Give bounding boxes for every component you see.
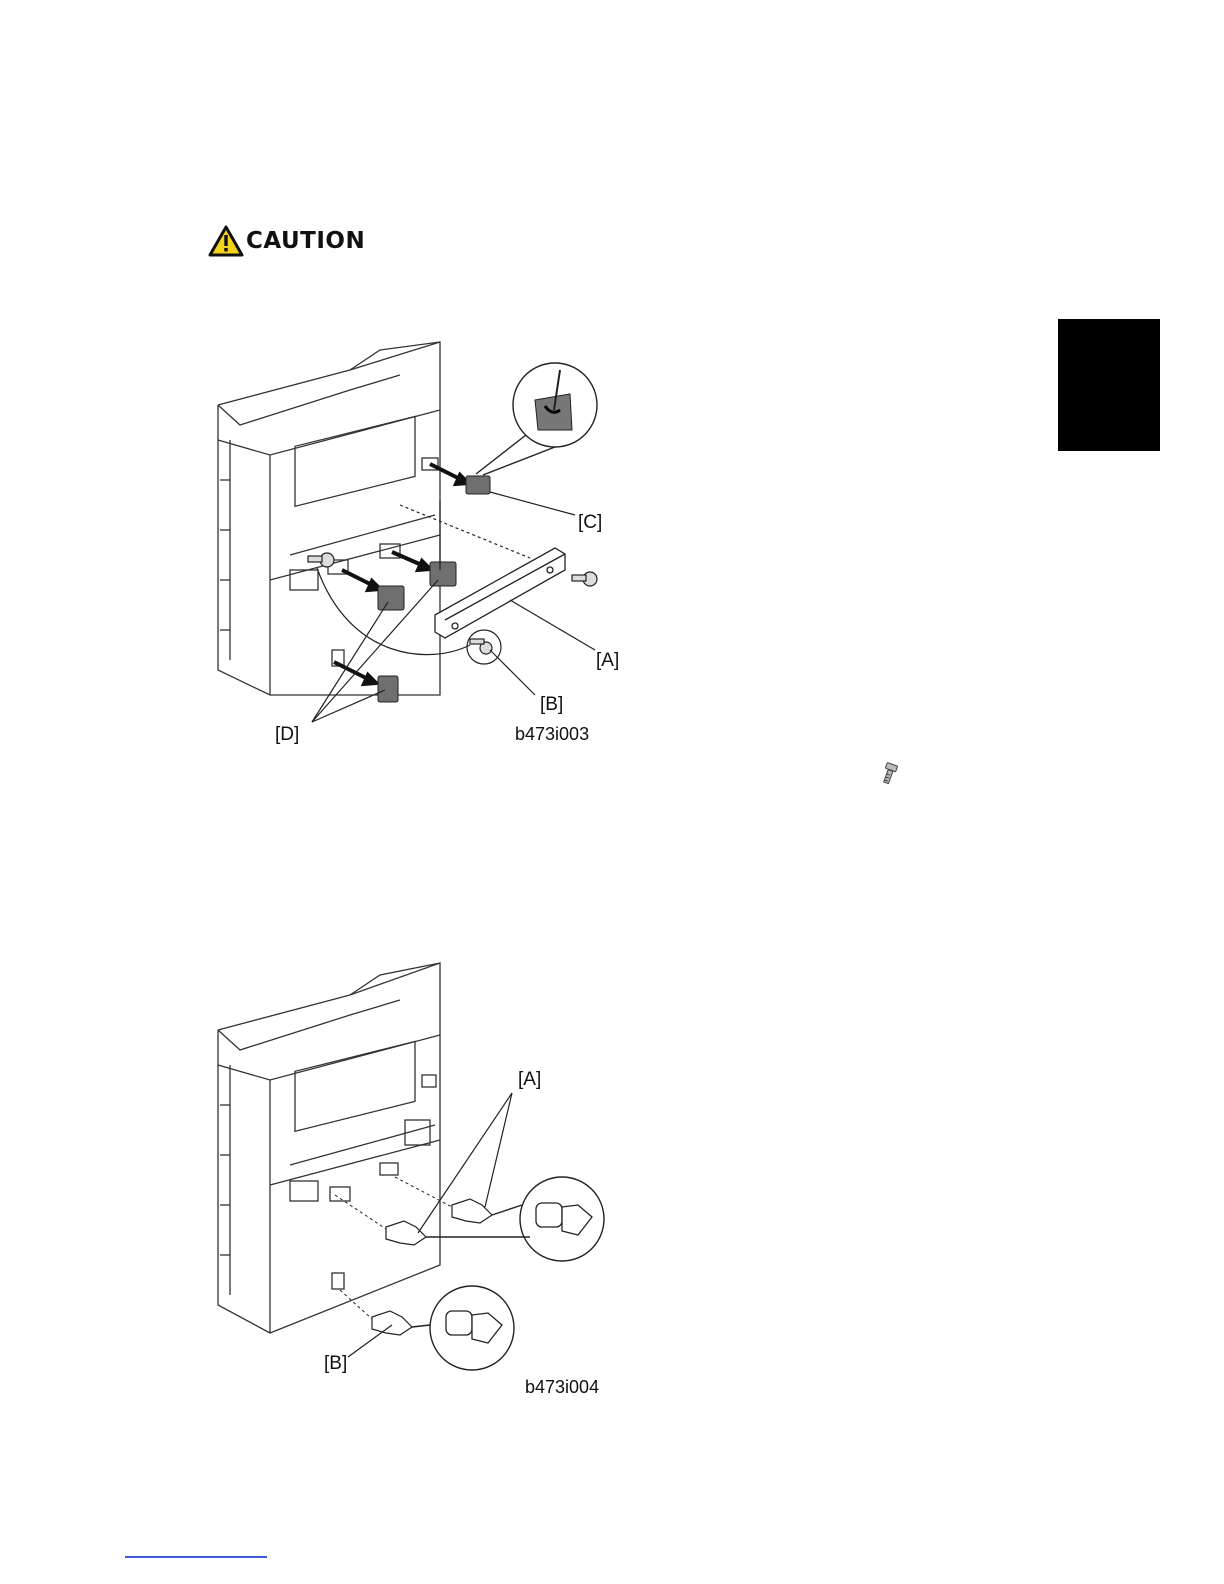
label-b: [B]: [324, 1353, 347, 1374]
label-a: [A]: [518, 1069, 541, 1090]
figure-b473i003: [C] [A] [B] [D] b473i003: [200, 330, 640, 750]
screw-icon: [878, 762, 900, 786]
caution-label: CAUTION: [246, 228, 365, 254]
label-a: [A]: [596, 650, 619, 671]
label-c: [C]: [578, 512, 602, 533]
section-tab: [1058, 319, 1160, 451]
caution-heading: CAUTION: [208, 224, 383, 258]
warning-triangle-icon: [208, 225, 244, 257]
footer-link[interactable]: [125, 1556, 267, 1558]
figure-caption: b473i003: [515, 724, 589, 744]
label-b: [B]: [540, 694, 563, 715]
figure-caption: b473i004: [525, 1377, 599, 1397]
label-d: [D]: [275, 724, 299, 745]
figure-b473i004: [A] [B] b473i004: [200, 955, 620, 1405]
